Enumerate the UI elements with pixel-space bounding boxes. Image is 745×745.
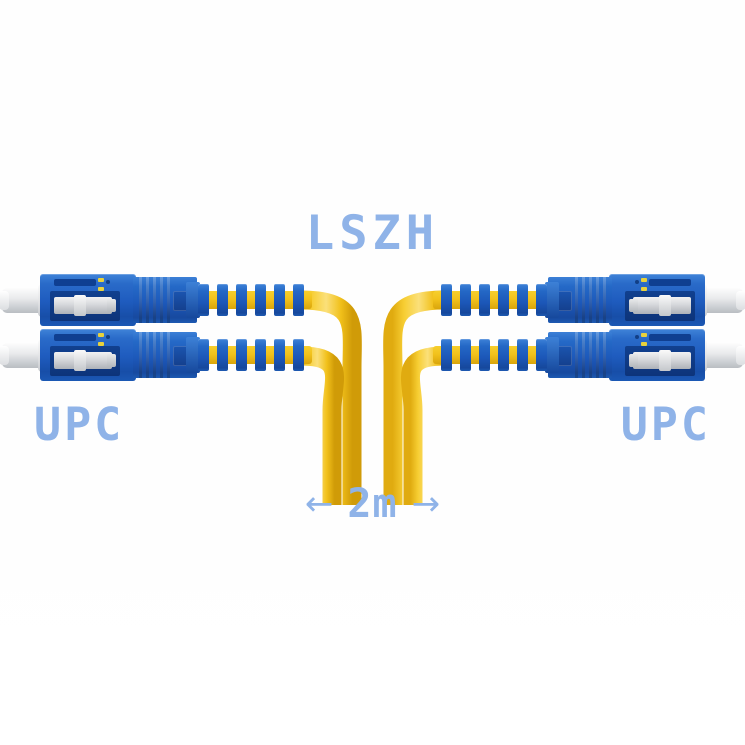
connector-latch	[54, 279, 96, 286]
connector-latch	[54, 334, 96, 341]
gold-accent-upper	[98, 278, 104, 282]
connector-pin-dot	[106, 280, 110, 284]
connector-right-bottom	[415, 327, 745, 383]
gold-accent-upper	[641, 278, 647, 282]
length-dimension-annotation: ← 2m →	[0, 484, 745, 524]
ferrule-dust-cap-icon	[701, 288, 743, 313]
sc-connector-head	[40, 274, 136, 326]
inner-ferrule	[633, 295, 691, 316]
ferrule-dust-cap-icon	[0, 339, 51, 372]
gold-accent-upper	[641, 333, 647, 337]
sc-connector-head	[40, 329, 136, 381]
connector-type-label-left: UPC	[34, 398, 125, 451]
connector-window	[625, 291, 695, 321]
ferrule-tip	[659, 295, 671, 316]
ferrule-dust-cap-icon	[701, 343, 743, 368]
connector-right-top	[415, 272, 745, 328]
connector-left-top	[0, 272, 330, 328]
connector-window	[625, 346, 695, 376]
inner-ferrule	[633, 350, 691, 371]
ferrule-dust-cap-icon	[0, 284, 51, 317]
jacket-type-label: LSZH	[305, 206, 440, 261]
arrow-right-icon: →	[411, 484, 441, 524]
gold-accent-upper	[98, 333, 104, 337]
sc-connector-head	[609, 329, 705, 381]
strain-relief-boot	[186, 337, 312, 373]
ferrule-tip	[659, 350, 671, 371]
length-value-label: 2m	[347, 481, 398, 527]
connector-left-bottom	[0, 327, 330, 383]
inner-ferrule	[54, 350, 116, 371]
gold-accent-lower	[98, 342, 104, 346]
connector-pin-dot	[635, 280, 639, 284]
ferrule-tip	[74, 350, 86, 371]
strain-relief-boot	[433, 337, 559, 373]
connector-type-label-right: UPC	[620, 398, 711, 451]
connector-window	[50, 346, 120, 376]
connector-window	[50, 291, 120, 321]
connector-pin-dot	[106, 335, 110, 339]
gold-accent-lower	[98, 287, 104, 291]
arrow-left-icon: ←	[304, 484, 334, 524]
strain-relief-boot	[433, 282, 559, 318]
inner-ferrule	[54, 295, 116, 316]
ferrule-tip	[74, 295, 86, 316]
strain-relief-boot	[186, 282, 312, 318]
connector-latch	[649, 279, 691, 286]
connector-latch	[649, 334, 691, 341]
connector-pin-dot	[635, 335, 639, 339]
sc-connector-head	[609, 274, 705, 326]
